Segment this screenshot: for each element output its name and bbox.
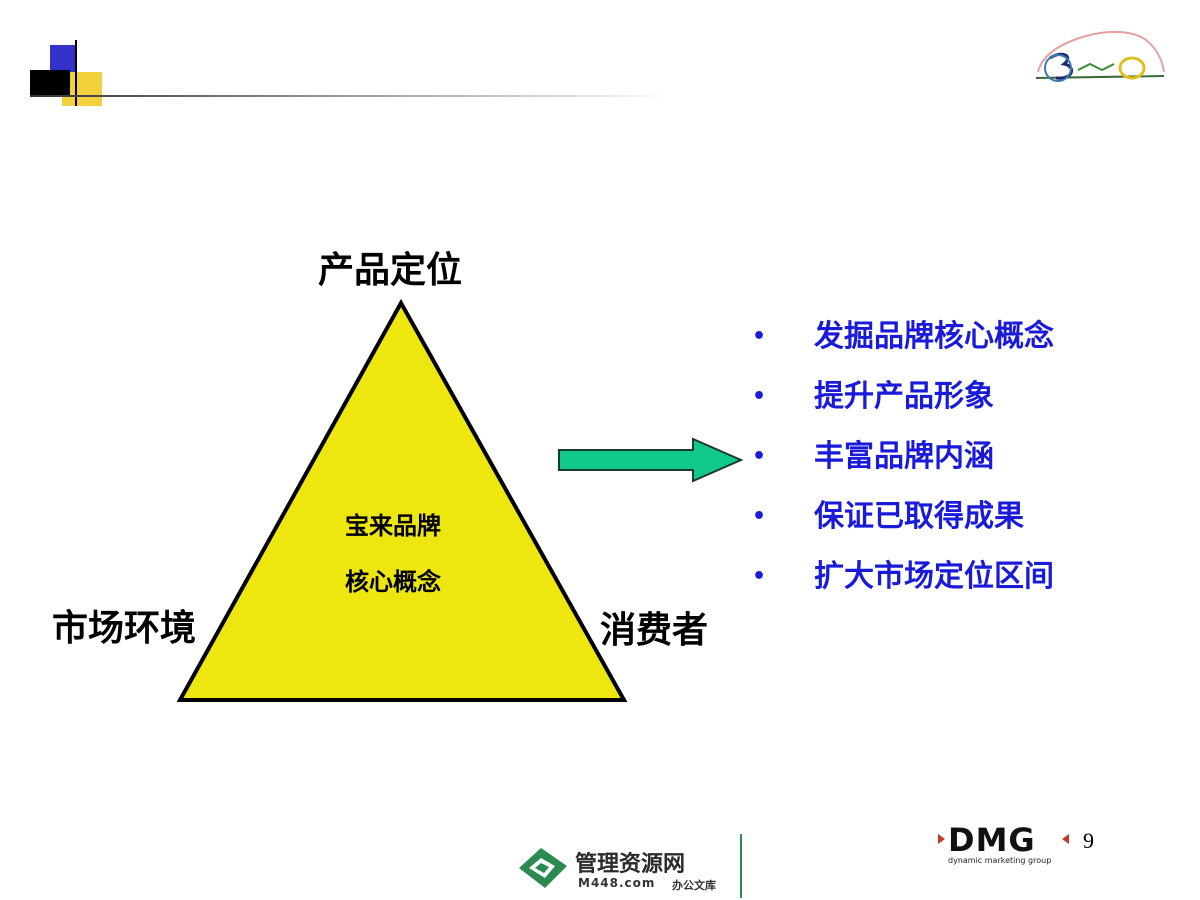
footer-brand-text: 管理资源网 xyxy=(575,852,686,877)
triangle-center-line1: 宝来品牌 xyxy=(345,512,441,540)
header-divider-line xyxy=(30,95,670,97)
bullet-dot: • xyxy=(752,504,767,529)
header-blue-square xyxy=(50,45,76,73)
triangle-right-label: 消费者 xyxy=(600,610,709,651)
list-item: • 发掘品牌核心概念 xyxy=(752,318,1152,378)
dmg-right-marker xyxy=(1062,834,1069,844)
dmg-logo-text: DMG xyxy=(948,821,1036,859)
triangle-shape xyxy=(176,298,628,702)
bullet-text: 丰富品牌内涵 xyxy=(814,439,994,474)
footer-separator xyxy=(740,834,742,898)
bullet-dot: • xyxy=(752,324,767,349)
bullet-text: 发掘品牌核心概念 xyxy=(814,319,1054,354)
footer-sub-text: 办公文库 xyxy=(672,879,716,892)
header-black-square xyxy=(30,70,70,96)
bullet-text: 保证已取得成果 xyxy=(814,499,1024,534)
footer-url-text: M448.com xyxy=(578,876,656,890)
header-vertical-line xyxy=(75,40,77,106)
triangle-top-label: 产品定位 xyxy=(318,250,463,291)
bullet-dot: • xyxy=(752,564,767,589)
bullet-dot: • xyxy=(752,444,767,469)
bullet-list: • 发掘品牌核心概念 • 提升产品形象 • 丰富品牌内涵 • 保证已取得成果 •… xyxy=(752,318,1152,618)
triangle-left-label: 市场环境 xyxy=(52,608,197,649)
triangle-center-line2: 核心概念 xyxy=(345,568,441,596)
list-item: • 保证已取得成果 xyxy=(752,498,1152,558)
bullet-text: 扩大市场定位区间 xyxy=(814,559,1054,594)
list-item: • 丰富品牌内涵 xyxy=(752,438,1152,498)
page-number: 9 xyxy=(1083,828,1094,853)
right-arrow-icon xyxy=(558,437,744,483)
bullet-dot: • xyxy=(752,384,767,409)
bullet-text: 提升产品形象 xyxy=(814,379,994,414)
triangle-diagram xyxy=(176,298,628,702)
dmg-tagline: dynamic marketing group xyxy=(948,856,1052,865)
dmg-left-marker xyxy=(938,834,945,844)
list-item: • 提升产品形象 xyxy=(752,378,1152,438)
car-logo-icon xyxy=(1028,20,1168,92)
list-item: • 扩大市场定位区间 xyxy=(752,558,1152,618)
leaf-logo-icon xyxy=(519,848,567,888)
